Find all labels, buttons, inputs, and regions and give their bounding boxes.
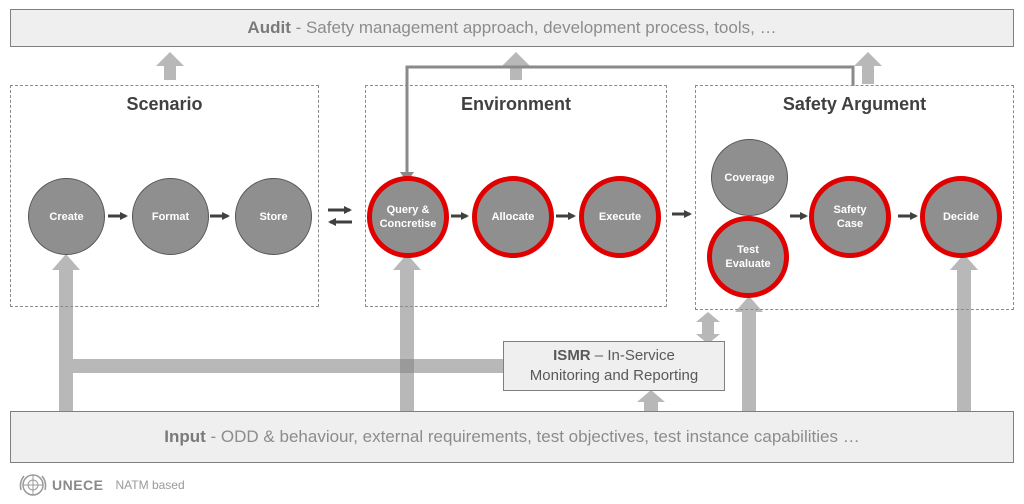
environment-title: Environment xyxy=(460,94,571,114)
safety-argument-panel: Safety Argument xyxy=(695,85,1014,310)
ismr-link-bar xyxy=(66,359,503,373)
store-node: Store xyxy=(235,178,312,255)
audit-arrow-safety xyxy=(854,52,882,84)
allocate-node: Allocate xyxy=(472,176,554,258)
safety-case-node: Safety Case xyxy=(809,176,891,258)
ismr-line1: – In-Service xyxy=(590,347,675,364)
unece-brand: UNECE xyxy=(52,477,104,493)
footer: UNECE NATM based xyxy=(18,472,185,498)
ismr-line2: Monitoring and Reporting xyxy=(529,367,699,384)
create-node: Create xyxy=(28,178,105,255)
input-bar: Input - ODD & behaviour, external requir… xyxy=(10,411,1014,463)
coverage-node: Coverage xyxy=(711,139,788,216)
ismr-safety-double-arrow xyxy=(696,312,720,344)
audit-description: - Safety management approach, developmen… xyxy=(290,18,777,37)
input-description: - ODD & behaviour, external requirements… xyxy=(205,427,860,446)
input-up-arrows xyxy=(52,254,978,411)
audit-label: Audit xyxy=(247,18,291,37)
scenario-panel: Scenario xyxy=(10,85,319,307)
audit-arrow-scenario xyxy=(156,52,184,80)
environment-panel: Environment xyxy=(365,85,667,307)
decide-node: Decide xyxy=(920,176,1002,258)
scenario-title: Scenario xyxy=(126,94,203,114)
execute-node: Execute xyxy=(579,176,661,258)
test-evaluate-node: Test Evaluate xyxy=(707,216,789,298)
footer-note: NATM based xyxy=(115,478,185,492)
safety-argument-title: Safety Argument xyxy=(782,94,927,114)
format-node: Format xyxy=(132,178,209,255)
ismr-label: ISMR xyxy=(553,347,591,364)
input-label: Input xyxy=(164,427,206,446)
query-concretise-node: Query & Concretise xyxy=(367,176,449,258)
un-emblem-icon xyxy=(19,474,47,496)
audit-bar: Audit - Safety management approach, deve… xyxy=(10,9,1014,47)
ismr-box: ISMR – In-Service Monitoring and Reporti… xyxy=(503,341,725,391)
